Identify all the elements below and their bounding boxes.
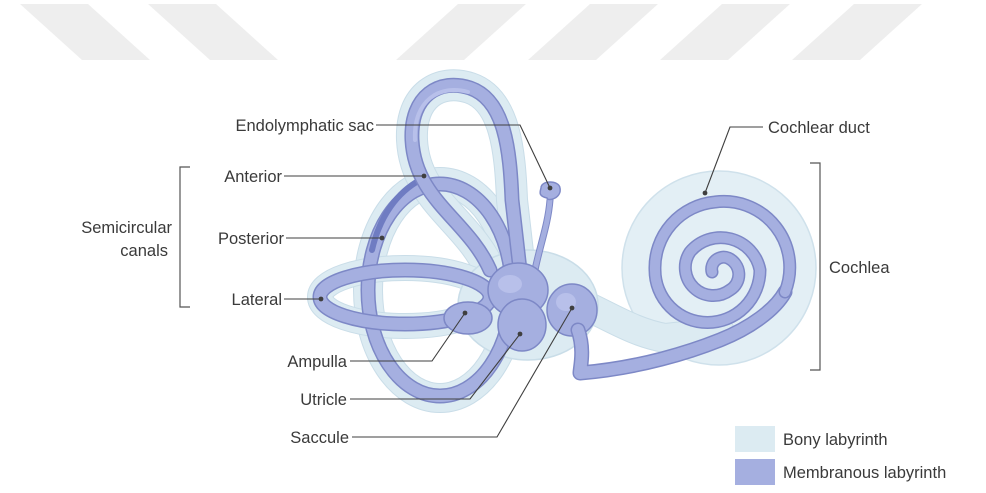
legend-label-bony: Bony labyrinth [783,431,888,449]
semicircular-canals-bracket [180,167,190,307]
legend-swatch-bony [735,426,775,452]
semicircular-canals-label-line1: Semicircular [81,219,172,237]
watermark-stripes [20,4,922,60]
utricle-label: Utricle [300,391,347,409]
legend-label-membranous: Membranous labyrinth [783,464,946,482]
ampulla-label: Ampulla [287,353,347,371]
semicircular-canals-label-line2: canals [120,242,168,260]
legend-swatch-membranous [735,459,775,485]
cochlear-duct-label: Cochlear duct [768,119,870,137]
saccule-label: Saccule [290,429,349,447]
posterior-label: Posterior [218,230,285,248]
endolymphatic-sac-label: Endolymphatic sac [236,117,375,135]
anterior-label: Anterior [224,168,282,186]
cochlea-label: Cochlea [829,259,890,277]
lateral-label: Lateral [232,291,282,309]
legend: Bony labyrinth Membranous labyrinth [735,426,946,485]
